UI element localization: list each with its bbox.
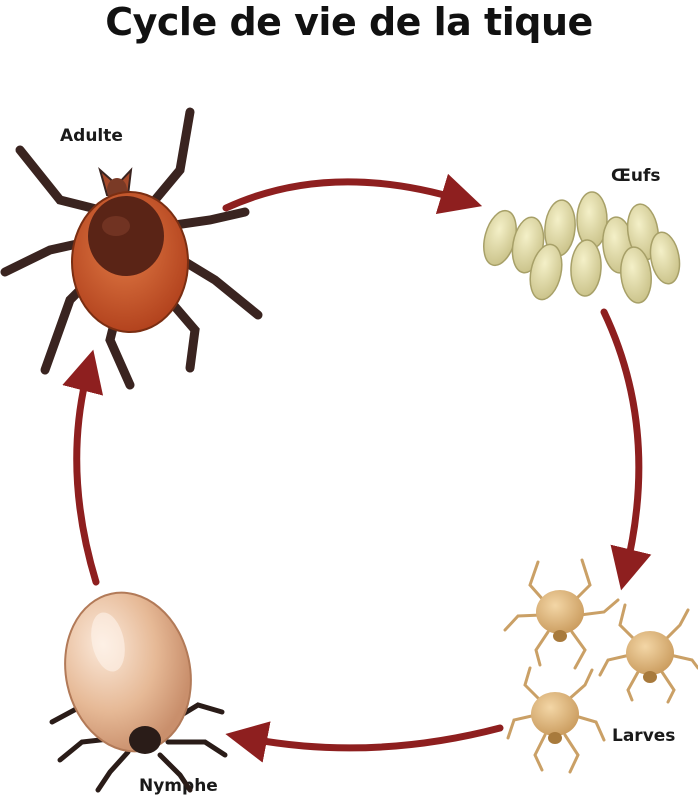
arrow-nymph-to-adult — [62, 349, 104, 586]
eggs-illustration — [483, 191, 681, 304]
arrow-larvae-to-nymph — [225, 721, 504, 763]
cycle-arrows — [62, 173, 652, 763]
nymph-illustration — [49, 591, 228, 793]
label-nymph: Nymphe — [139, 776, 218, 796]
label-eggs: Œufs — [611, 166, 661, 186]
larva-3 — [506, 666, 606, 774]
label-adult: Adulte — [60, 126, 123, 146]
arrow-adult-to-eggs — [222, 173, 483, 215]
adult-tick-illustration — [0, 107, 263, 390]
label-larvae: Larves — [612, 726, 676, 746]
larvae-illustration — [503, 558, 698, 774]
arrow-eggs-to-larvae — [600, 308, 652, 591]
diagram-title: Cycle de vie de la tique — [105, 0, 593, 44]
larva-1 — [503, 558, 620, 670]
larva-2 — [598, 603, 698, 704]
